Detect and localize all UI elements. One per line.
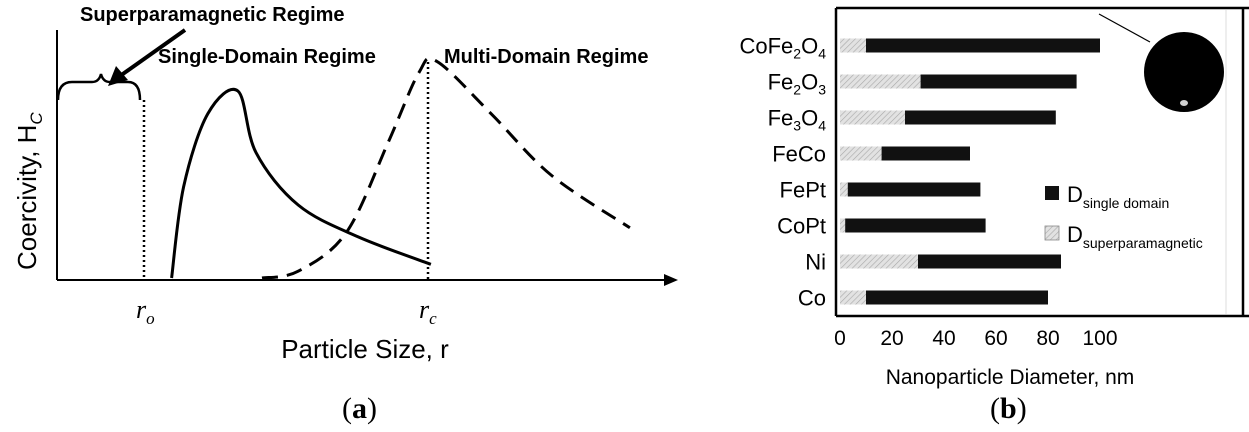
x-tick-label: 40 [932, 327, 955, 350]
x-tick-label: 20 [880, 327, 903, 350]
b-particle-inset [1144, 32, 1224, 112]
panel-a-caption-close: ) [367, 392, 377, 425]
b-inset-pointer [1098, 13, 1151, 43]
bar-single-domain [840, 290, 1048, 305]
b-legend: Dsingle domain Dsuperparamagnetic [1044, 182, 1203, 251]
panel-a-chart: Superparamagnetic Regime Single-Domain R… [12, 4, 678, 364]
a-x-axis-arrowhead [664, 274, 678, 286]
b-x-axis-label: Nanoparticle Diameter, nm [886, 366, 1135, 389]
bar-superparamagnetic [840, 38, 866, 53]
a-y-axis-label: Coercivity, HC [12, 112, 46, 270]
b-legend-swatch-superpara [1044, 225, 1060, 241]
category-label: Fe2O3 [768, 70, 827, 98]
bar-superparamagnetic [840, 146, 882, 161]
x-tick-label: 80 [1036, 327, 1059, 350]
panel-b-caption-close: ) [1016, 392, 1027, 425]
x-tick-label: 0 [834, 327, 846, 350]
category-label: Co [798, 286, 826, 311]
a-single-domain-curve [170, 87, 432, 279]
bar-single-domain [840, 38, 1100, 53]
a-superparamagnetic-label: Superparamagnetic Regime [80, 4, 345, 26]
panel-b-caption: (b) [990, 392, 1027, 426]
b-x-ticks-group: 0 20 40 60 80 100 [834, 327, 1117, 350]
bar-single-domain [840, 182, 981, 197]
x-tick-label: 100 [1082, 327, 1117, 350]
a-multi-domain-label: Multi-Domain Regime [444, 46, 648, 68]
b-legend-label-single: Dsingle domain [1067, 182, 1169, 211]
a-x-tick-rc: rc [419, 295, 437, 328]
category-label: Ni [805, 250, 826, 275]
a-brace [56, 73, 142, 101]
bar-superparamagnetic [840, 290, 866, 305]
a-multi-domain-curve [261, 56, 631, 280]
x-tick-label: 60 [984, 327, 1007, 350]
category-label: CoPt [777, 214, 826, 239]
bar-superparamagnetic [840, 182, 848, 197]
category-label: FeCo [772, 142, 826, 167]
panel-b-caption-letter: b [1000, 392, 1017, 425]
b-legend-label-superpara: Dsuperparamagnetic [1067, 222, 1203, 251]
figure: Superparamagnetic Regime Single-Domain R… [12, 4, 1249, 389]
category-label: Fe3O4 [768, 106, 827, 134]
a-annotation-arrowhead [108, 66, 128, 86]
panel-b-caption-open: ( [990, 392, 1000, 425]
a-x-axis-label: Particle Size, r [281, 334, 449, 364]
b-bars-group [840, 38, 1100, 305]
panel-a-caption: (a) [342, 392, 377, 426]
bar-superparamagnetic [840, 218, 846, 233]
a-annotation-arrow [118, 28, 187, 78]
bar-superparamagnetic [840, 74, 921, 89]
panel-a-caption-open: ( [342, 392, 352, 425]
a-single-domain-label: Single-Domain Regime [158, 46, 376, 68]
category-label: CoFe2O4 [739, 34, 826, 62]
panel-a-caption-letter: a [352, 392, 367, 425]
b-legend-swatch-single [1045, 186, 1059, 200]
bar-single-domain [840, 218, 986, 233]
bar-superparamagnetic [840, 254, 918, 269]
a-x-tick-ro: ro [136, 295, 155, 328]
b-particle-highlight [1180, 100, 1188, 106]
category-label: FePt [780, 178, 826, 203]
bar-superparamagnetic [840, 110, 905, 125]
